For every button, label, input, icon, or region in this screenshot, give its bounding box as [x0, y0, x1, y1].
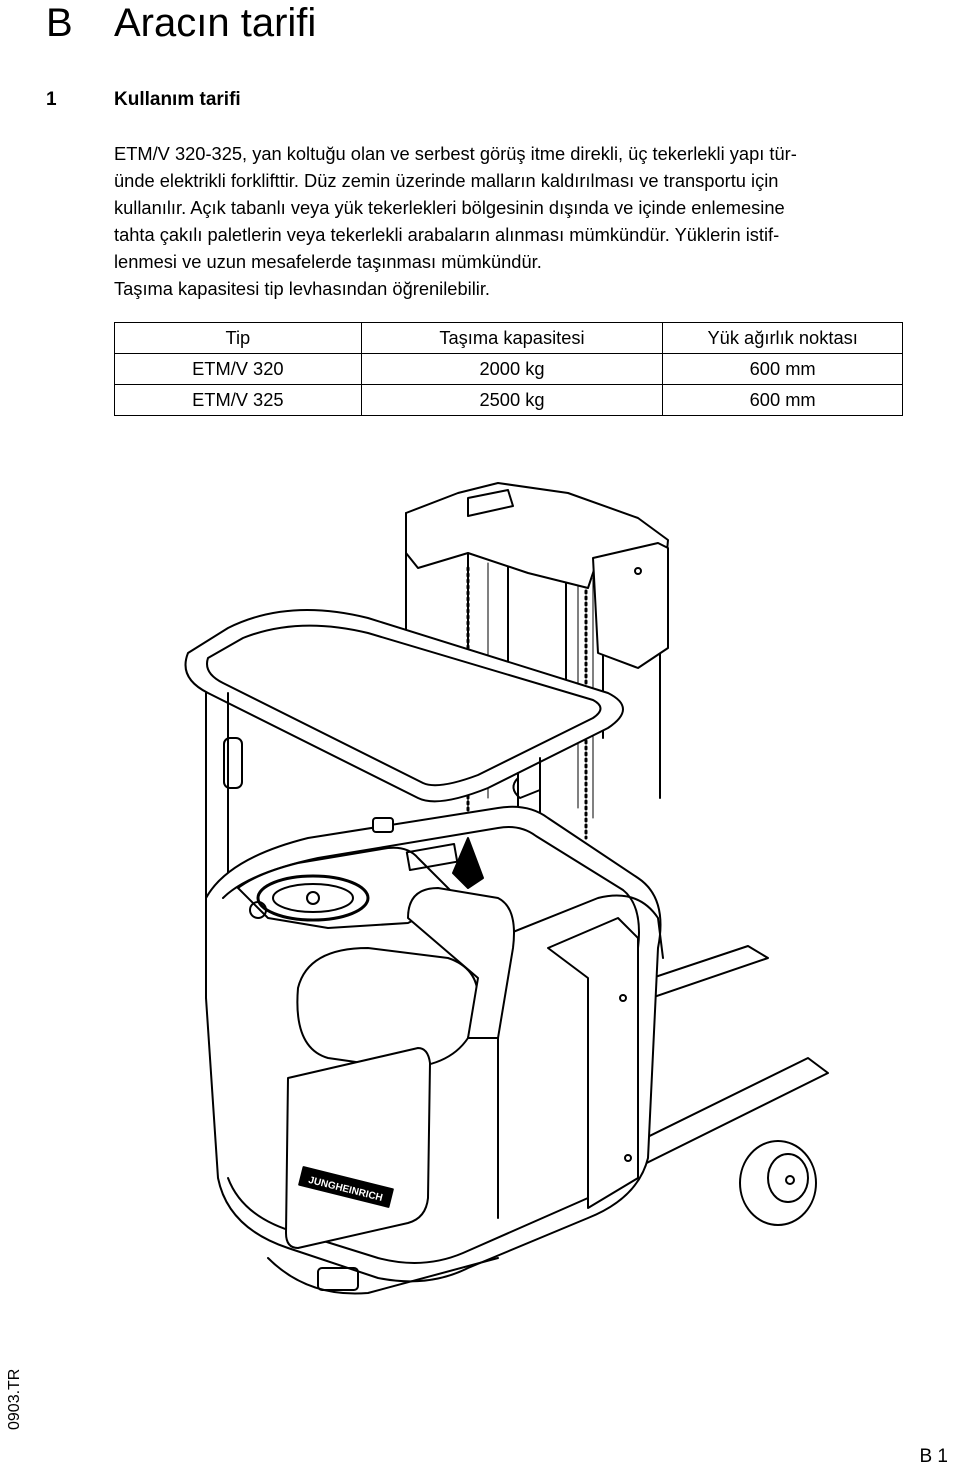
header-capacity: Taşıma kapasitesi [360, 322, 664, 354]
table-header-row: Tip Taşıma kapasitesi Yük ağırlık noktas… [114, 322, 903, 354]
drive-area [267, 1257, 499, 1295]
chapter-letter: B [46, 1, 73, 45]
section-title: Kullanım tarifi [114, 89, 241, 110]
paragraph-line: ETM/V 320-325, yan koltuğu olan ve serbe… [114, 143, 797, 164]
page-number: B 1 [919, 1446, 948, 1467]
chapter-title: Aracın tarifi [114, 1, 317, 45]
paragraph-line: lenmesi ve uzun mesafelerde taşınması mü… [114, 251, 542, 272]
overhead-guard [184, 609, 624, 1009]
operator-seat [296, 887, 515, 1069]
section-number: 1 [46, 89, 57, 110]
cell-type: ETM/V 325 [114, 384, 362, 416]
cell-capacity: 2500 kg [360, 384, 664, 416]
paragraph-line: kullanılır. Açık tabanlı veya yük tekerl… [114, 197, 785, 218]
document-code: 0903.TR [6, 1368, 23, 1430]
table-row: ETM/V 320 2000 kg 600 mm [114, 353, 903, 385]
paragraph-line: tahta çakılı paletlerin veya tekerlekli … [114, 224, 780, 245]
header-load-center: Yük ağırlık noktası [662, 322, 903, 354]
table-row: ETM/V 325 2500 kg 600 mm [114, 384, 903, 416]
cell-load-center: 600 mm [662, 384, 903, 416]
paragraph-line: Taşıma kapasitesi tip levhasından öğreni… [114, 278, 490, 299]
cell-load-center: 600 mm [662, 353, 903, 385]
description-paragraph: ETM/V 320-325, yan koltuğu olan ve serbe… [114, 140, 960, 302]
paragraph-line: ünde elektrikli forklifttir. Düz zemin ü… [114, 170, 779, 191]
load-wheel [739, 1140, 817, 1226]
battery-cover: JUNGHEINRICH [285, 1047, 431, 1249]
cell-type: ETM/V 320 [114, 353, 362, 385]
forklift-illustration: JUNGHEINRICH [184, 482, 829, 1295]
control-console [237, 817, 484, 929]
capacity-table: Tip Taşıma kapasitesi Yük ağırlık noktas… [114, 322, 903, 416]
header-type: Tip [114, 322, 362, 354]
cell-capacity: 2000 kg [360, 353, 664, 385]
